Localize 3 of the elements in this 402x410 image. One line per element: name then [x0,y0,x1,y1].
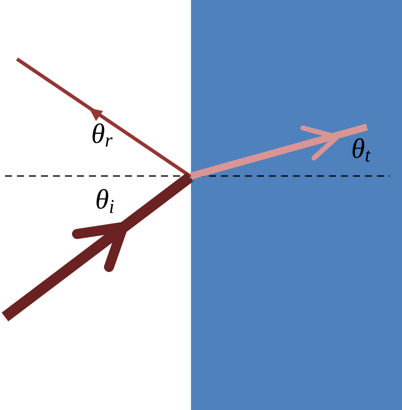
angle-label: θ$_{r}$ [92,123,113,147]
angle-label: θ$_{t}$ [352,138,371,162]
angle-label: θ$_{i}$ [96,189,114,213]
